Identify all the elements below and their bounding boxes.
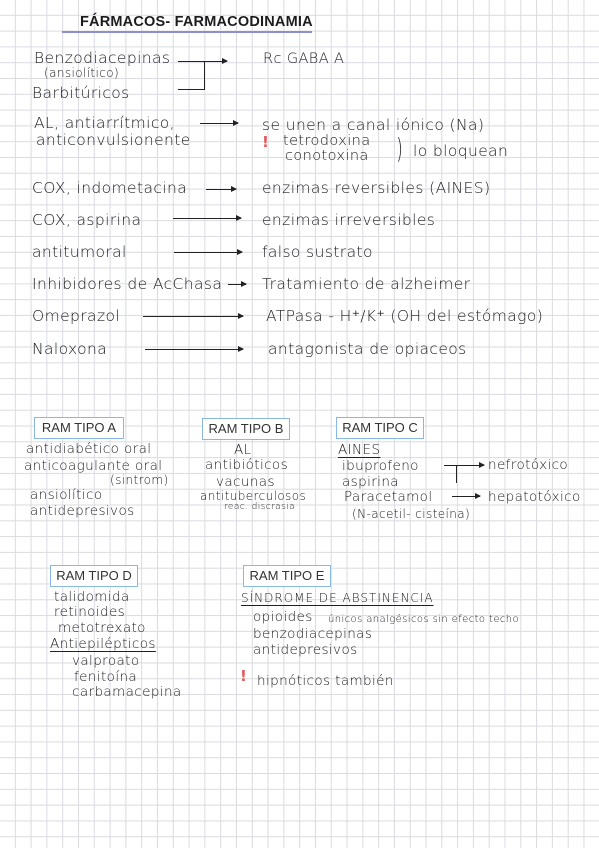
- ram-tipo-b-label: RAM TIPO B: [202, 418, 290, 440]
- benzo-text: Benzodiacepinas: [34, 49, 171, 67]
- arrow-antag: [145, 345, 244, 353]
- cono-text: conotoxina: [285, 148, 369, 164]
- ram-a-item: ansiolítico: [30, 487, 103, 503]
- falso-text: falso sustrato: [262, 243, 373, 261]
- ram-e-opioides-note: únicos analgésicos sin efecto techo: [328, 614, 520, 625]
- bloquean-text: lo bloquean: [413, 142, 509, 160]
- ram-c-ibu: ibuprofeno: [342, 458, 419, 474]
- arrow-atp: [143, 312, 244, 320]
- barbi-text: Barbitúricos: [32, 84, 130, 102]
- enz-irrev-text: enzimas irreversibles: [262, 211, 436, 229]
- c-bracket-top: [444, 465, 462, 467]
- antitumoral-text: antitumoral: [32, 243, 127, 261]
- arrow-rev: [206, 185, 237, 193]
- title-underline: [62, 31, 312, 33]
- canal-text: se unen a canal iónico (Na): [262, 116, 485, 134]
- ram-b-item: AL: [234, 442, 252, 458]
- ram-d-item: metotrexato: [58, 620, 146, 636]
- bracket-line-top: [178, 61, 204, 63]
- ram-d-item: fenitoína: [74, 669, 138, 685]
- ram-a-item: anticoagulante oral: [24, 458, 163, 474]
- ram-b-item: vacunas: [216, 474, 275, 490]
- ram-e-hipno: hipnóticos también: [257, 673, 394, 689]
- bracket-line-vert: [204, 61, 206, 89]
- nalox-text: Naloxona: [32, 340, 108, 358]
- cox-indo-text: COX, indometacina: [32, 179, 188, 197]
- ram-d-item: talidomida: [54, 589, 130, 605]
- ram-d-item: Antiepilépticos: [50, 636, 156, 652]
- warning-mark-1: !: [262, 133, 269, 151]
- ram-a-item: antidiabético oral: [26, 441, 152, 457]
- arrow-hepato: [452, 492, 481, 500]
- ram-c-nefro: nefrotóxico: [488, 457, 569, 473]
- antag-text: antagonista de opiaceos: [268, 340, 467, 358]
- gaba-text: Rc GABA A: [263, 51, 345, 67]
- ram-b-item: antituberculosos: [200, 489, 307, 503]
- arrow-trat: [228, 280, 247, 288]
- ram-b-item: antibióticos: [205, 457, 289, 473]
- trat-text: Tratamiento de alzheimer: [262, 275, 471, 293]
- cox-asp-text: COX, aspirina: [32, 211, 142, 229]
- anticonv-text: anticonvulsionente: [36, 131, 191, 149]
- ram-c-hepato: hepatotóxico: [488, 489, 581, 505]
- ram-a-item: (sintrom): [110, 473, 169, 487]
- brace-close-icon: ): [396, 132, 404, 165]
- ram-d-item: valproato: [72, 653, 140, 669]
- atp-text: ATPasa - H⁺/K⁺ (OH del estómago): [266, 307, 544, 325]
- ram-e-antidep: antidepresivos: [253, 642, 358, 658]
- ram-tipo-d-label: RAM TIPO D: [50, 565, 138, 587]
- ram-tipo-e-label: RAM TIPO E: [243, 565, 331, 587]
- ram-d-item: carbamacepina: [72, 684, 182, 700]
- benzo-note: (ansiolítico): [44, 66, 120, 80]
- ram-c-head: AINES: [338, 442, 381, 458]
- bracket-line-bottom: [178, 89, 205, 91]
- ram-c-asp: aspirina: [342, 474, 399, 490]
- c-bracket-vert: [456, 465, 458, 483]
- inhib-text: Inhibidores de AcChasa: [32, 275, 223, 293]
- arrow-canal: [200, 119, 239, 127]
- page-title: FÁRMACOS- FARMACODINAMIA: [80, 14, 313, 30]
- ram-e-opioides: opioides: [253, 609, 313, 625]
- tetro-text: tetrodoxina: [283, 133, 371, 149]
- arrow-falso: [174, 248, 243, 256]
- warning-mark-2: !: [240, 667, 247, 685]
- ram-c-nacetil: (N-acetil- cisteína): [352, 507, 471, 521]
- al-text: AL, antiarrítmico,: [34, 114, 175, 132]
- arrow-irrev: [173, 214, 242, 222]
- ram-tipo-c-label: RAM TIPO C: [336, 417, 424, 439]
- ram-tipo-a-label: RAM TIPO A: [34, 417, 124, 439]
- enz-rev-text: enzimas reversibles (AINES): [262, 179, 491, 197]
- omep-text: Omeprazol: [32, 307, 121, 325]
- ram-e-benzo: benzodiacepinas: [253, 626, 373, 642]
- ram-b-item: reac. discrasia: [224, 502, 295, 512]
- ram-d-item: retinoides: [54, 604, 126, 620]
- ram-a-item: antidepresivos: [30, 503, 135, 519]
- ram-c-para: Paracetamol: [344, 489, 433, 505]
- arrow-nefro: [462, 461, 485, 469]
- arrow-gaba: [205, 57, 228, 65]
- ram-e-head: SÍNDROME DE ABSTINENCIA: [241, 591, 434, 605]
